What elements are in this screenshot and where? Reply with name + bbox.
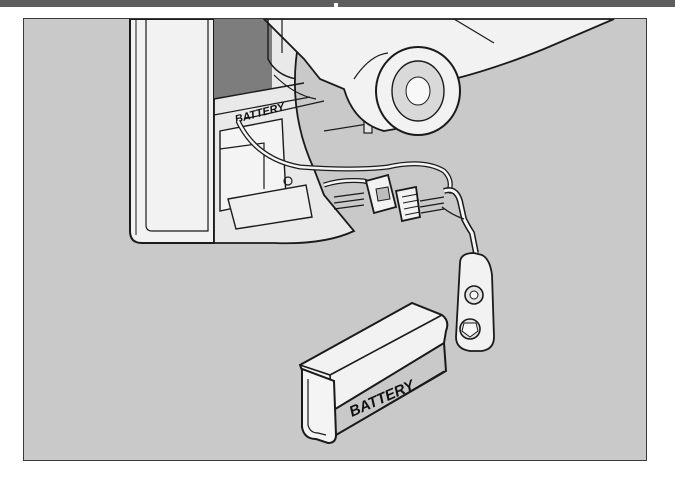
device-housing: [129, 19, 215, 244]
motor-assembly: [262, 19, 615, 136]
battery-installation-illustration: BATTERY: [129, 19, 615, 445]
top-bar: [0, 0, 675, 7]
wiring-harness: [235, 119, 453, 210]
battery-end-face: [301, 367, 338, 445]
figure-frame: BATTERY: [23, 18, 647, 461]
compartment-shadow: [214, 19, 272, 99]
battery-snap-clip: [455, 252, 495, 352]
top-bar-notch: [334, 3, 338, 7]
battery-compartment: BATTERY: [213, 19, 375, 245]
wire-connector: [364, 173, 445, 223]
battery-clip-lead: [441, 187, 479, 254]
battery: BATTERY: [298, 301, 449, 445]
